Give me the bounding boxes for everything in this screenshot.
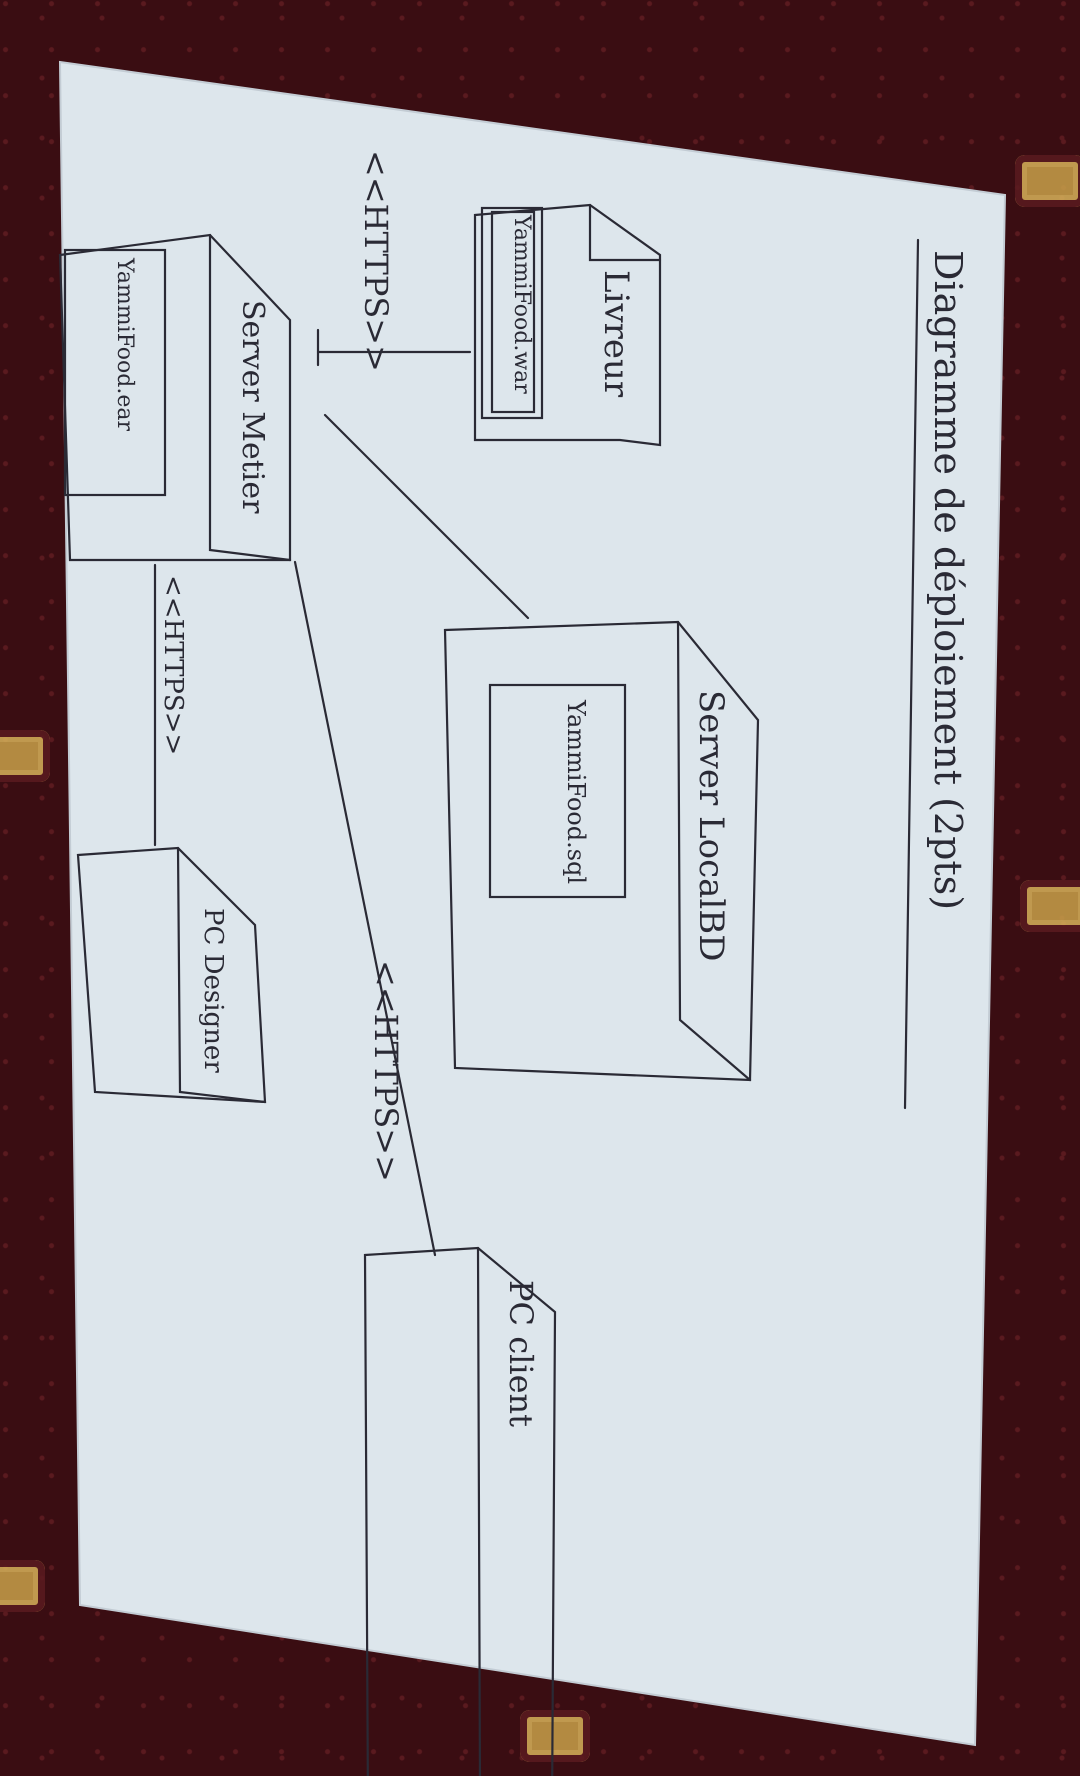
node-server-bd-depth <box>676 620 752 1082</box>
paper-sheet <box>58 60 1007 1747</box>
carpet-motif <box>1020 880 1080 932</box>
node-server-bd <box>443 620 760 1082</box>
connector-metier-serverbd <box>323 413 530 620</box>
carpet-motif <box>0 1560 45 1612</box>
artifact-war-box-inner <box>490 210 536 414</box>
node-server-metier-depth <box>208 233 292 562</box>
node-pc-client <box>363 1246 557 1776</box>
node-pc-designer-depth <box>176 846 267 1104</box>
label-sql-artifact: YammiFood.sql <box>562 699 590 884</box>
title-underline <box>903 238 920 1110</box>
node-pc-designer <box>76 846 267 1104</box>
label-https-1: <<HTTPS>> <box>357 150 395 372</box>
carpet-motif <box>520 1710 590 1762</box>
artifact-war-box <box>480 206 544 420</box>
node-server-metier <box>58 233 292 562</box>
carpet-motif <box>0 730 50 782</box>
label-pc-designer: PC Designer <box>198 908 228 1073</box>
label-https-3: <<HTTPS>> <box>367 960 405 1182</box>
artifact-ear-box <box>63 248 167 497</box>
carpet-motif <box>1015 155 1080 207</box>
node-pc-client-depth <box>476 1246 482 1776</box>
label-livreur: Livreur <box>596 270 636 398</box>
connector-metier-pcclient <box>293 560 437 1257</box>
label-pc-client: PC client <box>502 1280 540 1427</box>
label-ear-artifact: YammiFood.ear <box>112 257 137 431</box>
artifact-sql-box <box>488 683 627 899</box>
node-livreur-depth <box>588 203 662 262</box>
label-server-metier: Server Metier <box>235 300 270 514</box>
label-https-2: <<HTTPS>> <box>158 575 188 755</box>
diagram-title: Diagramme de déploiement (2pts) <box>926 250 970 910</box>
label-server-bd: Server LocalBD <box>691 690 731 962</box>
label-war-artifact: YammiFood.war <box>509 214 534 394</box>
